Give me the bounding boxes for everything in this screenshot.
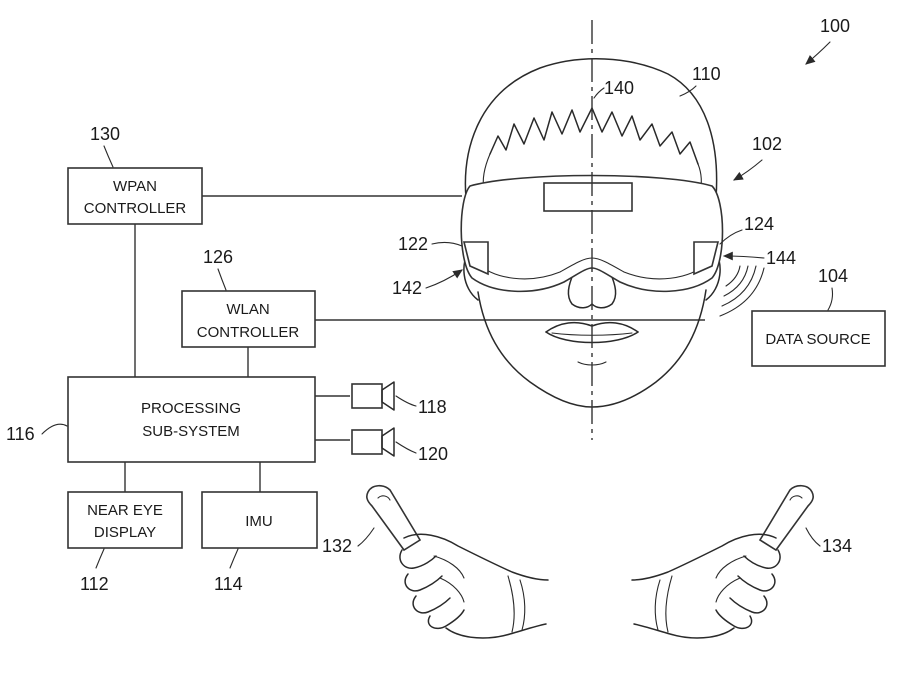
arrow-142 bbox=[425, 269, 463, 289]
wireless-signal-icon bbox=[719, 265, 765, 317]
arrow-102 bbox=[733, 159, 763, 181]
right-sensor bbox=[693, 241, 720, 276]
near-eye-label-line1: NEAR EYE bbox=[87, 502, 163, 519]
leader-122 bbox=[431, 241, 463, 247]
leader-116 bbox=[41, 423, 68, 435]
ref-112: 112 bbox=[80, 574, 109, 594]
left-controller-stick bbox=[366, 484, 422, 552]
leader-104 bbox=[827, 287, 834, 311]
imu-label: IMU bbox=[245, 513, 273, 530]
arrow-100 bbox=[805, 41, 831, 65]
wpan-label-line1: WPAN bbox=[113, 178, 157, 195]
hair-outline bbox=[464, 58, 718, 199]
left-sensor bbox=[462, 241, 489, 276]
wlan-controller-block: WLAN CONTROLLER bbox=[181, 290, 316, 348]
ref-104: 104 bbox=[818, 266, 848, 286]
ref-126: 126 bbox=[203, 247, 233, 267]
ref-114: 114 bbox=[214, 574, 243, 594]
ref-130: 130 bbox=[90, 124, 120, 144]
near-eye-label-line2: DISPLAY bbox=[94, 524, 156, 541]
wlan-label-line1: WLAN bbox=[226, 301, 269, 318]
near-eye-display-block: NEAR EYE DISPLAY bbox=[67, 491, 183, 549]
hair-fringe bbox=[489, 107, 699, 165]
right-controller-stick bbox=[758, 484, 814, 552]
left-hand bbox=[403, 533, 549, 581]
ref-140: 140 bbox=[604, 78, 634, 98]
connection-wires bbox=[124, 195, 705, 492]
leader-130 bbox=[103, 145, 114, 168]
data-source-block: DATA SOURCE bbox=[751, 310, 886, 367]
wlan-label-line2: CONTROLLER bbox=[197, 324, 300, 341]
camera-120-icon bbox=[351, 427, 395, 457]
leader-114 bbox=[229, 548, 239, 569]
ref-110: 110 bbox=[692, 64, 721, 84]
ref-116: 116 bbox=[6, 424, 35, 444]
leader-124 bbox=[719, 229, 743, 245]
headset-top-module bbox=[543, 182, 633, 212]
processing-subsystem-block: PROCESSING SUB-SYSTEM bbox=[67, 376, 316, 463]
ref-102: 102 bbox=[752, 134, 782, 154]
ref-100: 100 bbox=[820, 16, 850, 36]
right-hand-controller bbox=[631, 484, 814, 639]
wpan-controller-block: WPAN CONTROLLER bbox=[67, 167, 203, 225]
imu-block: IMU bbox=[201, 491, 318, 549]
processing-label-line1: PROCESSING bbox=[141, 400, 241, 417]
processing-label-line2: SUB-SYSTEM bbox=[142, 423, 240, 440]
leader-140 bbox=[593, 87, 605, 99]
ref-120: 120 bbox=[418, 444, 448, 464]
right-hand bbox=[631, 533, 777, 581]
ref-134: 134 bbox=[822, 536, 852, 556]
leader-110 bbox=[679, 85, 697, 97]
leader-134 bbox=[805, 527, 821, 547]
camera-118-icon bbox=[351, 381, 395, 411]
leader-112 bbox=[95, 548, 105, 569]
ref-142: 142 bbox=[392, 278, 422, 298]
left-hand-controller bbox=[366, 484, 549, 639]
leader-132 bbox=[357, 527, 375, 547]
ref-132: 132 bbox=[322, 536, 352, 556]
leader-126 bbox=[217, 268, 227, 291]
leader-120 bbox=[395, 441, 417, 454]
arrow-144 bbox=[722, 251, 765, 261]
ref-124: 124 bbox=[744, 214, 774, 234]
ref-118: 118 bbox=[418, 397, 447, 417]
data-source-label: DATA SOURCE bbox=[765, 331, 870, 348]
wpan-label-line2: CONTROLLER bbox=[84, 200, 187, 217]
ref-122: 122 bbox=[398, 234, 428, 254]
leader-118 bbox=[395, 395, 417, 407]
ref-144: 144 bbox=[766, 248, 796, 268]
